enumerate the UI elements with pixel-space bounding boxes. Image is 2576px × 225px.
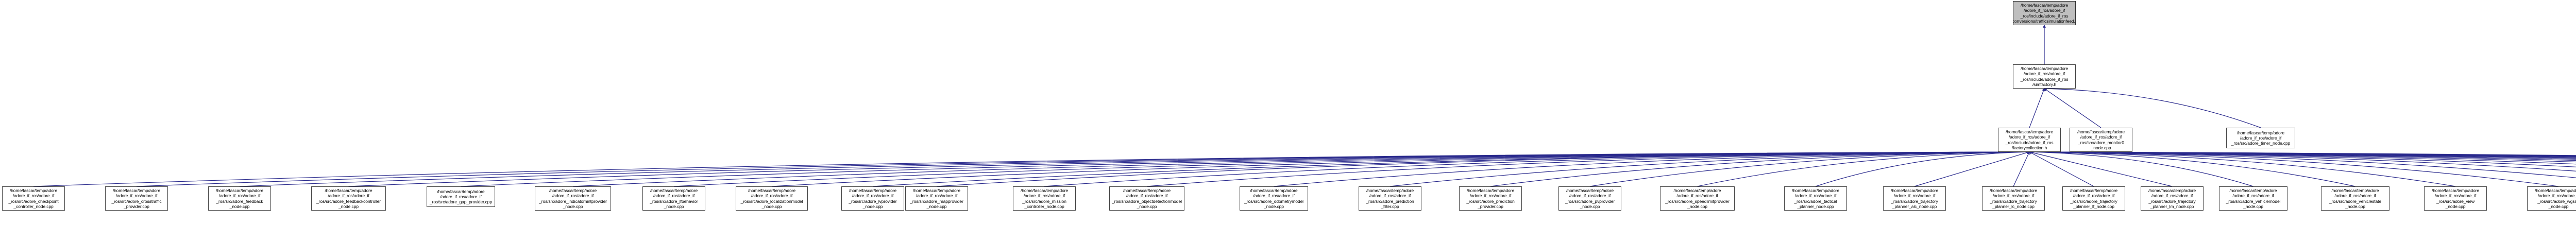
- graph-node[interactable]: /home/fascar/temp/adore /adore_if_ros/ad…: [2226, 128, 2295, 148]
- graph-edge: [2028, 150, 2559, 187]
- graph-node[interactable]: /home/fascar/temp/adore /adore_if_ros/ad…: [2141, 186, 2204, 211]
- graph-node[interactable]: /home/fascar/temp/adore /adore_if_ros/ad…: [1240, 186, 1308, 211]
- graph-node[interactable]: /home/fascar/temp/adore /adore_if_ros/ad…: [841, 186, 904, 211]
- graph-edge: [1146, 150, 2030, 187]
- graph-edge: [2028, 150, 2456, 187]
- graph-edge: [2028, 150, 2576, 156]
- graph-node[interactable]: /home/fascar/temp/adore /adore_if_ros/ad…: [1013, 186, 1076, 211]
- graph-edge: [1044, 150, 2030, 187]
- graph-node[interactable]: /home/fascar/temp/adore /adore_if_ros/ad…: [642, 186, 705, 211]
- graph-edge: [771, 150, 2030, 187]
- graph-edge: [2028, 150, 2576, 167]
- graph-edge: [1389, 150, 2030, 187]
- graph-edge: [2028, 150, 2576, 158]
- graph-node[interactable]: /home/fascar/temp/adore /adore_if_ros/ad…: [2070, 128, 2132, 152]
- graph-node[interactable]: /home/fascar/temp/adore /adore_if_ros/ad…: [2219, 186, 2287, 211]
- graph-node-root[interactable]: /home/fascar/temp/adore /adore_if_ros/ad…: [2013, 1, 2076, 25]
- graph-edge: [1490, 150, 2030, 187]
- graph-node[interactable]: /home/fascar/temp/adore /adore_if_ros/ad…: [2062, 186, 2125, 211]
- graph-edge: [2028, 151, 2094, 187]
- graph-node[interactable]: /home/fascar/temp/adore /adore_if_ros/ad…: [736, 186, 808, 211]
- graph-edge: [2028, 150, 2576, 161]
- graph-edge: [2028, 150, 2576, 158]
- graph-node[interactable]: /home/fascar/temp/adore /adore_if_ros/ad…: [311, 186, 386, 211]
- graph-node[interactable]: /home/fascar/temp/adore /adore_if_ros/ad…: [2527, 186, 2576, 211]
- graph-edge: [461, 150, 2030, 187]
- graph-node[interactable]: /home/fascar/temp/adore /adore_if_ros/ad…: [427, 186, 495, 207]
- graph-edge: [2028, 151, 2173, 187]
- graph-edge: [2028, 150, 2355, 187]
- graph-edge: [2028, 150, 2576, 157]
- graph-node[interactable]: /home/fascar/temp/adore /adore_if_ros/ad…: [2424, 186, 2487, 211]
- graph-edge: [1274, 150, 2030, 187]
- graph-edge: [2028, 150, 2576, 156]
- graph-edge: [572, 150, 2030, 187]
- graph-node[interactable]: /home/fascar/temp/adore /adore_if_ros/ad…: [1359, 186, 1421, 211]
- graph-node[interactable]: /home/fascar/temp/adore /adore_if_ros/ad…: [1883, 186, 1946, 211]
- graph-edge: [2044, 88, 2102, 128]
- graph-node[interactable]: /home/fascar/temp/adore /adore_if_ros/ad…: [1558, 186, 1621, 211]
- graph-node[interactable]: /home/fascar/temp/adore /adore_if_ros/ad…: [1998, 128, 2061, 152]
- graph-edge: [2028, 150, 2576, 171]
- graph-node[interactable]: /home/fascar/temp/adore /adore_if_ros/ad…: [905, 186, 968, 211]
- graph-edge: [872, 150, 2030, 187]
- graph-node[interactable]: /home/fascar/temp/adore /adore_if_ros/ad…: [2, 186, 65, 211]
- graph-node[interactable]: /home/fascar/temp/adore /adore_if_ros/ad…: [2321, 186, 2389, 211]
- graph-node[interactable]: /home/fascar/temp/adore /adore_if_ros/ad…: [1660, 186, 1735, 211]
- graph-node[interactable]: /home/fascar/temp/adore /adore_if_ros/ad…: [535, 186, 611, 211]
- graph-edge: [1697, 150, 2030, 187]
- graph-node[interactable]: /home/fascar/temp/adore /adore_if_ros/ad…: [1784, 186, 1847, 211]
- graph-edge: [936, 150, 2030, 187]
- graph-edge: [2028, 150, 2576, 160]
- graph-edge: [2013, 151, 2030, 187]
- graph-edge: [2043, 87, 2261, 128]
- graph-edge: [2028, 150, 2576, 163]
- graph-node[interactable]: /home/fascar/temp/adore /adore_if_ros/ad…: [105, 186, 168, 211]
- graph-edge: [673, 150, 2030, 187]
- graph-edge: [2028, 150, 2576, 159]
- graph-node[interactable]: /home/fascar/temp/adore /adore_if_ros/ad…: [1982, 186, 2045, 211]
- graph-edge: [1589, 150, 2030, 187]
- graph-edge: [2028, 150, 2576, 178]
- graph-node[interactable]: /home/fascar/temp/adore /adore_if_ros/ad…: [2013, 64, 2076, 89]
- graph-node[interactable]: /home/fascar/temp/adore /adore_if_ros/ad…: [1459, 186, 1522, 211]
- graph-edge: [239, 150, 2030, 187]
- graph-edge: [33, 150, 2030, 187]
- graph-edge: [136, 150, 2030, 187]
- graph-node[interactable]: /home/fascar/temp/adore /adore_if_ros/ad…: [208, 186, 271, 211]
- graph-edge: [2028, 150, 2253, 187]
- graph-edge: [1815, 150, 2030, 187]
- graph-edge: [348, 150, 2030, 187]
- graph-edge: [2028, 150, 2576, 165]
- graph-edge: [2029, 88, 2045, 128]
- graph-node[interactable]: /home/fascar/temp/adore /adore_if_ros/ad…: [1109, 186, 1184, 211]
- graph-edge: [2028, 150, 2576, 157]
- graph-edge: [1914, 151, 2030, 187]
